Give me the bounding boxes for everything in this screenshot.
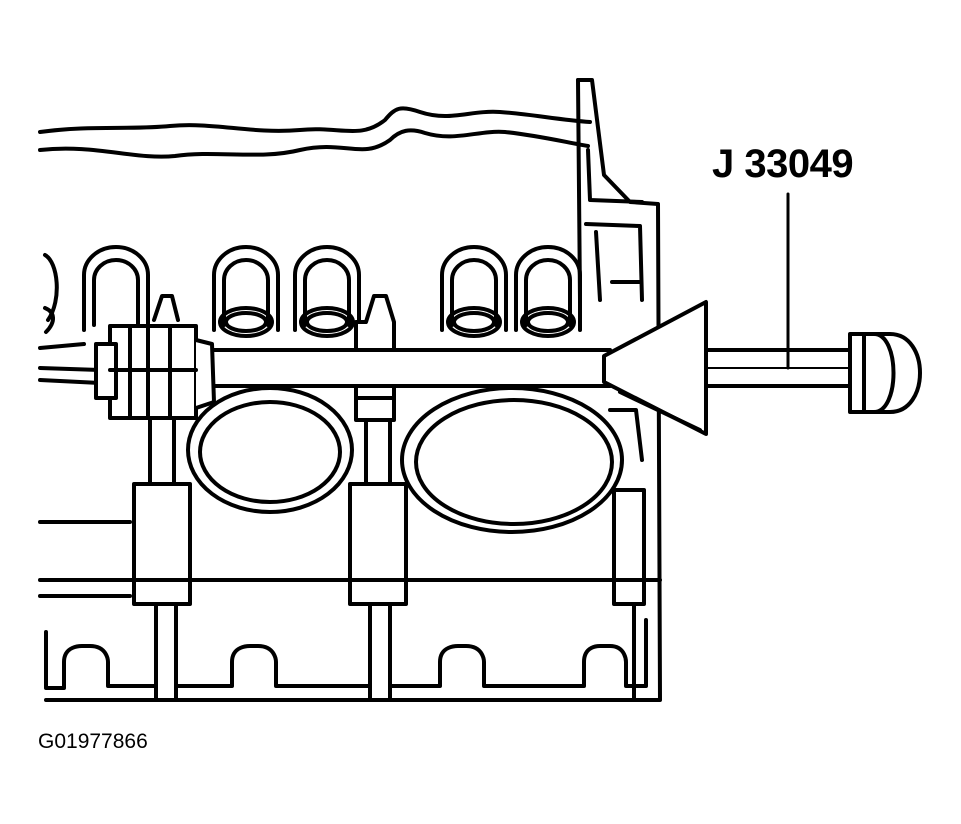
bearing-supports — [132, 418, 646, 702]
camshaft-bearing-tool — [94, 300, 922, 436]
camshaft-bearing-bores — [186, 386, 644, 534]
figure-id-label: G01977866 — [38, 730, 148, 753]
tool-part-number-label: J 33049 — [712, 142, 854, 186]
engine-block-right-side — [44, 78, 662, 702]
valve-lifter-bores — [43, 245, 582, 338]
oil-pan-rail-notches — [44, 618, 648, 690]
guide-posts — [152, 294, 396, 422]
block-break-line — [38, 106, 592, 159]
